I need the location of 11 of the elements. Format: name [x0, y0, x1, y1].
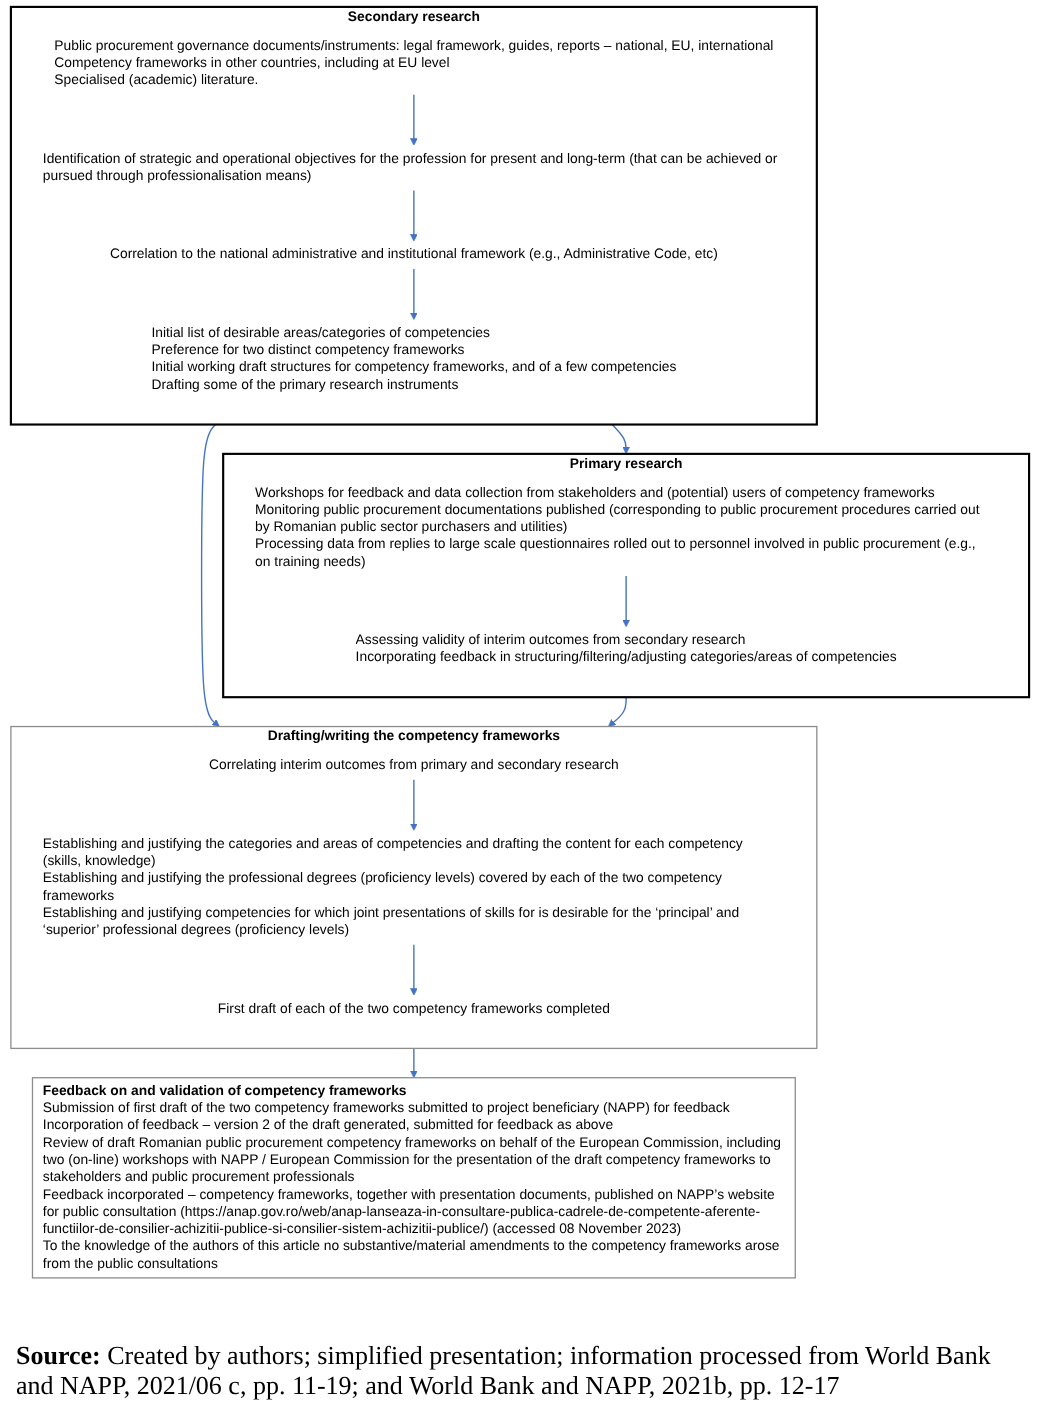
arrow — [611, 423, 630, 455]
arrow — [200, 423, 220, 727]
arrow — [622, 575, 630, 628]
arrow — [410, 1047, 418, 1079]
arrow — [410, 189, 418, 242]
arrow — [410, 93, 418, 146]
source-caption: Source: Created by authors; simplified presentation; information processed from World Bank and NAPP, 2021/06 c, pp. 11-19; and World Bank and NAPP, 2021b, pp. 12-17 — [16, 1339, 993, 1402]
arrow — [608, 696, 627, 727]
arrow — [410, 778, 418, 831]
arrow — [410, 268, 418, 321]
arrow — [410, 943, 418, 996]
